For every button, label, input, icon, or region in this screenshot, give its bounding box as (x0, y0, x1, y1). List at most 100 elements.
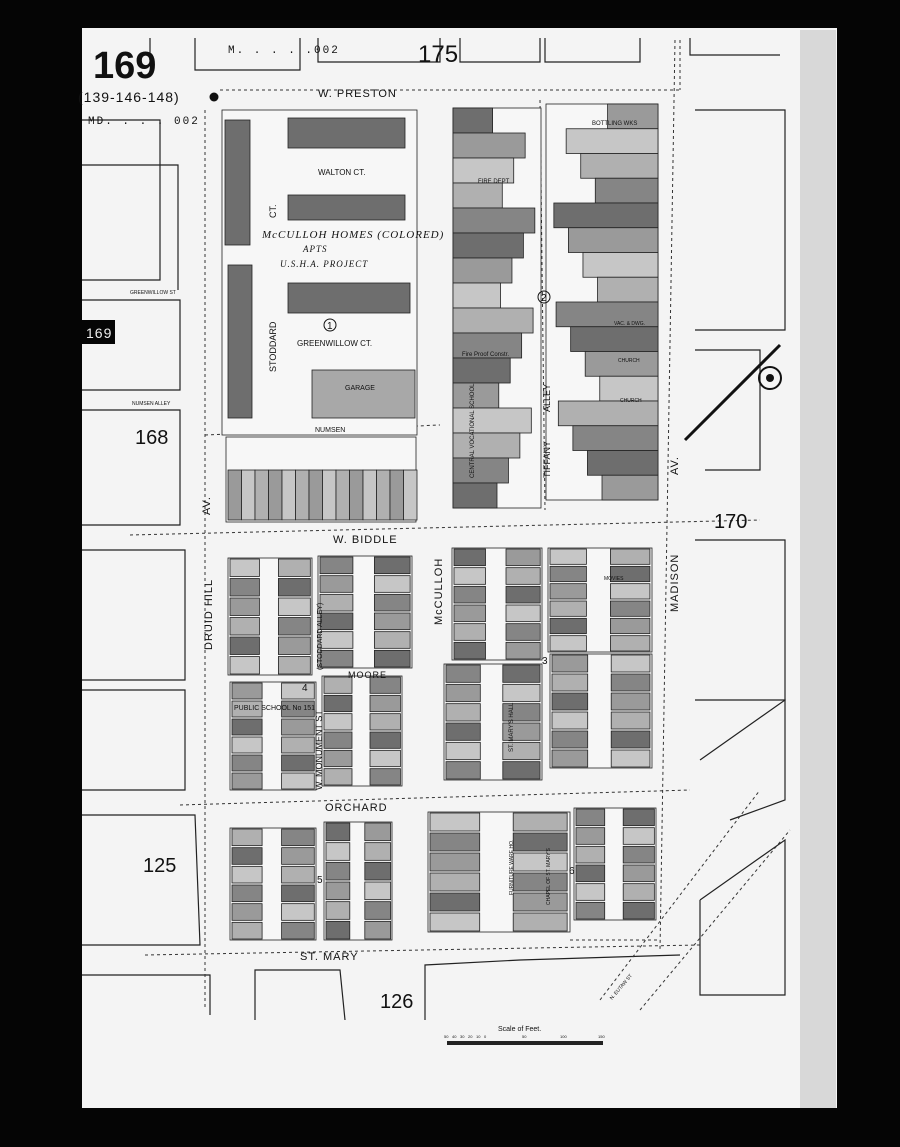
compass-rose-icon (758, 366, 782, 390)
street-druid-hill: DRUID HILL (203, 579, 215, 650)
building-lot (568, 227, 659, 253)
building-lot (549, 617, 587, 635)
scale-tick: 150 (598, 1034, 605, 1039)
building-lot (502, 664, 541, 683)
building-lot (281, 736, 315, 754)
row-house (389, 469, 404, 521)
scale-tick: 0 (484, 1034, 487, 1039)
building-lot (580, 153, 659, 179)
edge-tab-label: 169 (86, 325, 112, 341)
building-lot (323, 731, 353, 749)
building-lot (452, 207, 536, 234)
apartment-building (287, 282, 411, 314)
building-lot (429, 912, 481, 932)
street-orchard: ORCHARD (325, 802, 388, 814)
adjacent-page-168: 168 (135, 427, 168, 449)
block-number-3: 3 (542, 656, 548, 667)
building-lot (551, 711, 589, 730)
building-lot (610, 654, 651, 673)
building-lot (452, 107, 493, 134)
label-vocational-school: CENTRAL VOCATIONAL SCHOOL (470, 383, 476, 478)
building-lot (325, 861, 351, 881)
building-lot (610, 730, 651, 749)
building-lot (505, 585, 541, 604)
building-lot (323, 768, 353, 786)
building-lot (582, 252, 659, 278)
city-block (321, 675, 403, 787)
block-number-2: 2 (541, 293, 547, 304)
street-mcculloh: McCULLOH (433, 558, 445, 625)
apartment-building (224, 119, 251, 246)
city-block (573, 807, 657, 921)
label-vac-dwg: VAC. & DWG. (614, 321, 645, 327)
building-lot (369, 713, 401, 731)
building-lot (622, 845, 655, 864)
city-block (547, 547, 653, 653)
building-lot (622, 864, 655, 883)
building-lot (572, 425, 659, 451)
building-lot (599, 375, 659, 402)
building-lot (549, 565, 587, 583)
street-w-preston: W. PRESTON (318, 88, 397, 100)
building-lot (229, 656, 260, 675)
building-lot (622, 827, 655, 845)
building-lot (551, 692, 589, 711)
city-block (549, 653, 653, 769)
street-numsen: NUMSEN (315, 427, 345, 434)
building-lot (281, 718, 315, 736)
city-block (229, 827, 317, 941)
row-house (308, 469, 323, 521)
building-lot (231, 718, 263, 736)
adjacent-block-outlines (82, 38, 786, 1021)
volume-ref-left: MD. . . . 002 (88, 116, 200, 128)
building-lot (453, 567, 486, 585)
building-lot (453, 548, 486, 567)
building-lot (512, 872, 568, 892)
building-lot (373, 649, 411, 668)
building-lot (452, 382, 500, 409)
street-walton-ct: WALTON CT. (318, 168, 365, 177)
building-lot (502, 722, 541, 741)
building-lot (445, 703, 481, 722)
building-lot (281, 903, 315, 921)
building-lot (429, 892, 481, 912)
building-lot (570, 326, 659, 352)
building-lot (281, 884, 315, 903)
row-house (403, 469, 418, 521)
building-lot (373, 612, 411, 631)
building-lot (325, 822, 351, 842)
street-greenwillow-ct: GREENWILLOW CT. (297, 339, 372, 348)
building-lot (231, 847, 263, 865)
building-lot (453, 623, 486, 641)
edge-tab (82, 320, 115, 344)
building-lot (505, 623, 541, 641)
label-fireproof: Fire Proof Constr. (462, 352, 509, 358)
building-lot (323, 713, 353, 731)
building-lot (597, 276, 659, 303)
building-lot (575, 845, 606, 864)
building-lot (445, 741, 481, 761)
adjoining-sheets: (139-146-148) (78, 89, 180, 105)
building-lot (369, 731, 401, 749)
label-mcculloh-homes: McCULLOH HOMES (COLORED) (261, 229, 444, 241)
building-lot (505, 567, 541, 585)
volume-ref-top: M. . . . .002 (228, 45, 340, 57)
building-lot (453, 641, 486, 660)
building-lot (323, 694, 353, 713)
building-lot (452, 232, 524, 259)
building-lot (502, 683, 541, 703)
building-lot (610, 749, 651, 768)
building-lot (622, 883, 655, 901)
building-lot (429, 872, 481, 892)
building-lot (319, 593, 354, 612)
building-lot (281, 847, 315, 865)
building-lot (277, 617, 311, 636)
building-lot (610, 673, 651, 692)
building-lot (364, 881, 392, 901)
scale-bar-rect (447, 1041, 603, 1045)
building-lot (229, 578, 260, 597)
street-tiffany: TIFFANY (542, 441, 552, 478)
building-lot (452, 307, 534, 334)
row-house (241, 469, 256, 521)
